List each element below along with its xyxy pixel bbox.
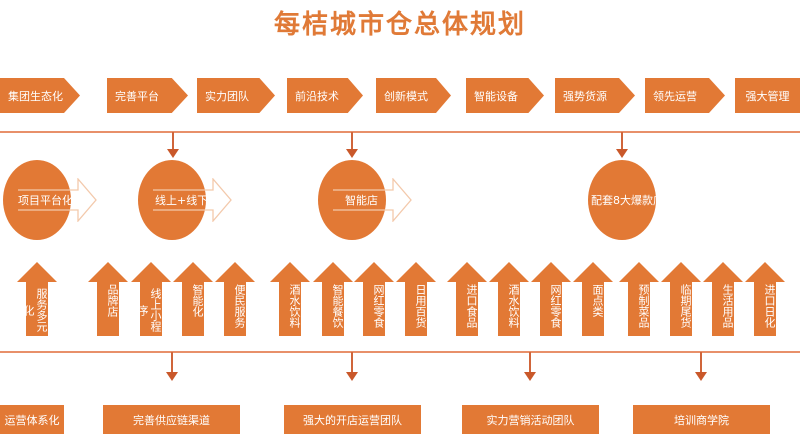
down-arrow-icon [695,352,707,381]
pillar-arrow: 便民服务 [215,262,255,336]
divider-line [0,351,800,353]
step-arrow: 强势货源 [555,78,635,113]
down-arrow-icon [346,132,358,158]
pillar-arrow: 线上小程序 [131,262,171,336]
page-title: 每桔城市仓总体规划 [273,10,526,40]
pillar-arrow: 酒水饮料 [489,262,529,336]
down-arrow-icon [167,132,179,158]
pillar-arrow: 酒水饮料 [270,262,310,336]
pillar-label: 进口食品 [465,284,478,328]
pillar-arrow: 面点类 [573,262,613,336]
pillar-arrow: 进口日化 [745,262,785,336]
pillar-arrow: 服务多元化 [17,262,57,336]
bottom-box: 强大的开店运营团队 [284,405,421,434]
pillar-arrow: 进口食品 [447,262,487,336]
outline-arrow-icon [153,178,232,222]
bottom-box: 实力营销活动团队 [462,405,599,434]
pillar-arrow: 日用百货 [396,262,436,336]
step-arrow: 集团生态化 [0,78,80,113]
pillar-label: 网红零食 [549,284,562,328]
down-arrow-icon [616,132,628,158]
pillar-label: 线上小程序 [136,288,162,332]
pillar-arrow: 智能化 [173,262,213,336]
circle-node [588,160,656,240]
pillar-arrow: 品牌店 [88,262,128,336]
down-arrow-icon [346,352,358,381]
step-arrow: 智能设备 [466,78,544,113]
pillar-arrow: 生活用品 [703,262,743,336]
circle-label: 配套8大爆款店 [591,194,664,207]
pillar-label: 进口日化 [763,284,776,328]
circle-label: 智能店 [345,194,378,207]
outline-arrow-icon [333,178,412,222]
down-arrow-icon [524,352,536,381]
circle-node [3,160,71,240]
step-arrow: 实力团队 [197,78,275,113]
divider-line [0,131,800,133]
pillar-arrow: 临期尾货 [661,262,701,336]
pillar-label: 服务多元化 [22,288,48,332]
pillar-arrow: 预制菜品 [619,262,659,336]
pillar-label: 网红零食 [372,284,385,328]
pillar-label: 生活用品 [721,284,734,328]
step-box: 强大管理 [735,78,800,113]
pillar-label: 临期尾货 [679,284,692,328]
pillar-arrow: 智能餐饮 [313,262,353,336]
pillar-arrow: 网红零食 [531,262,571,336]
pillar-arrow: 网红零食 [354,262,394,336]
bottom-box: 运营体系化 [0,405,64,434]
pillar-label: 智能化 [191,284,204,317]
pillar-label: 智能餐饮 [331,284,344,328]
pillar-label: 面点类 [591,284,604,317]
pillar-label: 便民服务 [233,284,246,328]
circle-node [318,160,386,240]
pillar-label: 酒水饮料 [288,284,301,328]
down-arrow-icon [166,352,178,381]
circle-label: 项目平台化 [18,194,73,207]
pillar-label: 品牌店 [106,284,119,317]
bottom-box: 培训商学院 [633,405,770,434]
pillar-label: 预制菜品 [637,284,650,328]
outline-arrow-icon [18,178,97,222]
circle-label: 线上+线下 [155,194,209,207]
pillar-label: 日用百货 [414,284,427,328]
step-arrow: 前沿技术 [287,78,363,113]
circle-node [138,160,206,240]
step-arrow: 领先运营 [645,78,725,113]
step-arrow: 完善平台 [107,78,188,113]
pillar-label: 酒水饮料 [507,284,520,328]
bottom-box: 完善供应链渠道 [103,405,240,434]
step-arrow: 创新模式 [376,78,451,113]
